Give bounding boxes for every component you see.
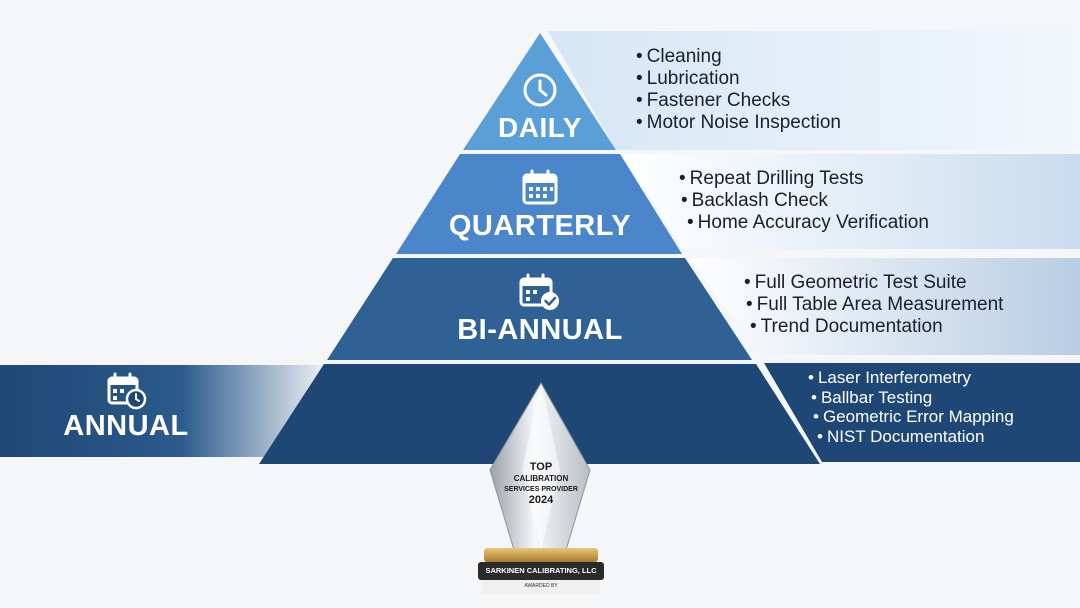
annual-task-list: Laser Interferometry Ballbar Testing Geo… — [808, 368, 1014, 446]
calendar-icon — [522, 169, 558, 205]
award-text: TOP CALIBRATION SERVICES PROVIDER 2024 — [496, 462, 586, 506]
award-company: SARKINEN CALIBRATING, LLC — [485, 566, 597, 575]
award-line-services: SERVICES PROVIDER — [504, 486, 578, 493]
tier-label-annual: ANNUAL — [63, 410, 189, 442]
award-line-top: TOP — [529, 461, 553, 473]
quarterly-task-list: Repeat Drilling Tests Backlash Check Hom… — [679, 168, 929, 234]
daily-task-list: Cleaning Lubrication Fastener Checks Mot… — [636, 46, 841, 134]
list-item: NIST Documentation — [808, 427, 1014, 447]
tier-biannual — [327, 258, 752, 360]
calendar-check-icon — [519, 273, 559, 310]
list-item: Full Table Area Measurement — [744, 294, 1004, 316]
list-item: Repeat Drilling Tests — [679, 168, 929, 190]
list-item: Home Accuracy Verification — [679, 212, 929, 234]
tier-label-daily: DAILY — [498, 112, 582, 143]
award-line-calibration: CALIBRATION — [513, 474, 569, 483]
award-trophy — [478, 381, 604, 594]
calendar-clock-icon — [107, 372, 147, 410]
list-item: Laser Interferometry — [808, 368, 1014, 388]
list-item: Backlash Check — [679, 190, 929, 212]
list-item: Motor Noise Inspection — [636, 112, 841, 134]
biannual-task-list: Full Geometric Test Suite Full Table Are… — [744, 272, 1004, 338]
list-item: Full Geometric Test Suite — [744, 272, 1003, 294]
award-year: 2024 — [528, 494, 554, 506]
list-item: Trend Documentation — [744, 316, 1003, 338]
list-item: Lubrication — [636, 68, 841, 90]
list-item: Cleaning — [636, 46, 841, 68]
award-awarded-by: AWARDED BY — [524, 583, 558, 589]
list-item: Fastener Checks — [636, 90, 841, 112]
list-item: Geometric Error Mapping — [808, 407, 1014, 427]
clock-icon — [523, 73, 557, 107]
list-item: Ballbar Testing — [808, 388, 1014, 408]
tier-label-biannual: BI-ANNUAL — [457, 314, 623, 346]
tier-label-quarterly: QUARTERLY — [448, 210, 632, 242]
